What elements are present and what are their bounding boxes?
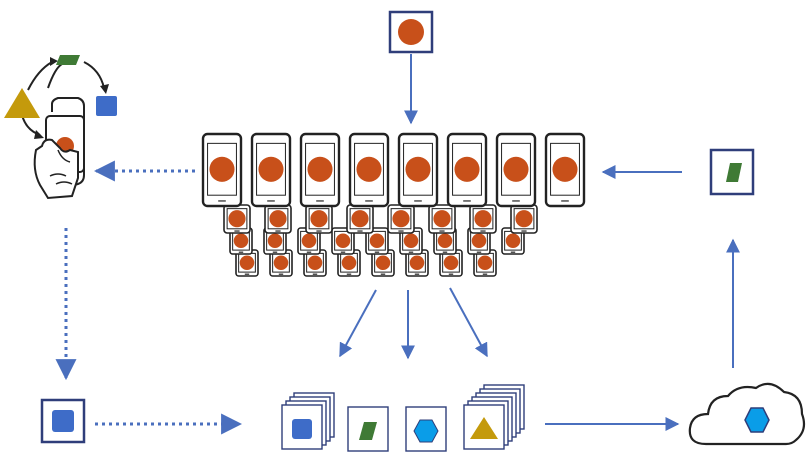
phone-icon — [365, 227, 389, 255]
top-input-box — [388, 10, 434, 54]
phone-icon — [223, 204, 251, 234]
phone-icon — [544, 132, 586, 208]
phone-icon — [510, 204, 538, 234]
phone-icon — [371, 249, 395, 277]
right-input-box — [709, 148, 755, 196]
hand-holding-phone-icon — [33, 97, 85, 200]
green-parallelogram-icon — [726, 163, 742, 182]
orange-circle-icon — [398, 19, 424, 45]
phone-icon — [348, 132, 390, 208]
phone-icon — [305, 204, 333, 234]
update-stack — [347, 406, 389, 452]
phone-icon — [473, 249, 497, 277]
update-stack — [463, 384, 525, 450]
gold-triangle-icon — [470, 417, 498, 439]
phone-icon — [201, 132, 243, 208]
green-parallelogram-icon — [359, 422, 377, 440]
phone-icon — [337, 249, 361, 277]
phone-icon — [397, 132, 439, 208]
update-stacks — [281, 384, 525, 452]
phone-icon — [250, 132, 292, 208]
arrow-phones-to-stack-3 — [449, 287, 488, 358]
phone-icon — [428, 204, 456, 234]
phone-icon — [469, 204, 497, 234]
cyan-hexagon-icon — [744, 407, 770, 433]
phone-icon — [387, 204, 415, 234]
phone-icon — [263, 227, 287, 255]
phone-icon — [264, 204, 292, 234]
phone-icon — [501, 227, 525, 255]
cyan-hexagon-icon — [413, 419, 439, 443]
phone-icon — [346, 204, 374, 234]
phone-array — [201, 132, 586, 277]
gold-triangle-icon — [4, 88, 40, 118]
blue-square-icon — [96, 96, 117, 116]
phone-icon — [331, 227, 355, 255]
phone-icon — [303, 249, 327, 277]
local-update-box — [40, 398, 86, 444]
blue-square-icon — [52, 410, 74, 432]
phone-icon — [495, 132, 537, 208]
phone-icon — [299, 132, 341, 208]
cloud-icon — [688, 382, 806, 446]
green-parallelogram-icon — [56, 55, 80, 65]
phone-icon — [439, 249, 463, 277]
update-stack — [405, 406, 447, 452]
phone-icon — [235, 249, 259, 277]
update-stack — [281, 392, 335, 450]
local-update-cycle — [4, 55, 117, 139]
phone-icon — [297, 227, 321, 255]
arrow-phones-to-stack-1 — [339, 289, 377, 358]
phone-icon — [229, 227, 253, 255]
phone-icon — [405, 249, 429, 277]
blue-square-icon — [292, 419, 312, 439]
phone-icon — [446, 132, 488, 208]
